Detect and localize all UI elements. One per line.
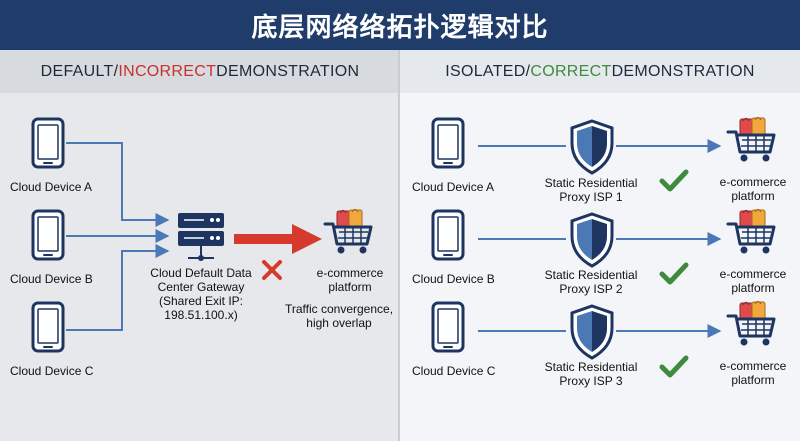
header-suffix: DEMONSTRATION <box>216 62 360 80</box>
proxy-label-line: Static Residential <box>544 360 638 374</box>
header-suffix: DEMONSTRATION <box>611 62 755 80</box>
traffic-note-line: Traffic convergence, <box>284 302 394 316</box>
platform-label-line: platform <box>731 281 775 295</box>
header-prefix: DEFAULT/ <box>40 62 119 80</box>
incorrect-panel: DEFAULT/INCORRECT DEMONSTRATION <box>0 50 400 441</box>
server-icon <box>178 213 224 261</box>
proxy-label: Static Residential Proxy ISP 3 <box>536 360 646 388</box>
convergence-arrow <box>234 224 322 254</box>
platform-label-line: e-commerce <box>719 359 787 373</box>
device-label: Cloud Device B <box>412 272 495 286</box>
proxy-to-platform-links <box>616 139 722 338</box>
panel-divider <box>398 50 400 441</box>
header-highlight-correct: CORRECT <box>530 62 612 80</box>
platform-label: e-commerce platform <box>708 359 798 387</box>
device-label: Cloud Device A <box>412 180 495 194</box>
gateway-label-line: (Shared Exit IP: <box>158 294 244 308</box>
gateway-label-line: 198.51.100.x) <box>164 308 238 322</box>
proxy-label-line: Proxy ISP 2 <box>559 282 623 296</box>
platform-label: e-commerce platform <box>708 175 798 203</box>
device-label: Cloud Device C <box>10 364 94 378</box>
checkmark-icon <box>662 172 686 189</box>
smartphone-icon <box>31 117 65 169</box>
page-title: 底层网络络拓扑逻辑对比 <box>0 0 800 50</box>
incorrect-panel-header: DEFAULT/INCORRECT DEMONSTRATION <box>0 50 400 93</box>
platform-label-line: platform <box>328 280 372 294</box>
proxy-label-line: Proxy ISP 1 <box>559 190 623 204</box>
shopping-cart-icon <box>726 208 776 255</box>
close-icon <box>262 260 282 280</box>
header-prefix: ISOLATED/ <box>445 62 531 80</box>
proxy-label: Static Residential Proxy ISP 2 <box>536 268 646 296</box>
shopping-cart-icon <box>323 208 373 255</box>
proxy-label-line: Proxy ISP 3 <box>559 374 623 388</box>
shopping-cart-icon <box>726 116 776 163</box>
device-to-proxy-links <box>478 145 566 332</box>
proxy-label-line: Static Residential <box>544 268 638 282</box>
shopping-cart-icon <box>726 300 776 347</box>
smartphone-icon <box>431 117 465 169</box>
gateway-label: Cloud Default Data Center Gateway (Share… <box>146 266 256 322</box>
platform-label-line: platform <box>731 373 775 387</box>
checkmark-icon <box>662 265 686 282</box>
smartphone-icon <box>31 301 65 353</box>
device-label: Cloud Device C <box>412 364 496 378</box>
device-label: Cloud Device A <box>10 180 93 194</box>
smartphone-icon <box>431 209 465 261</box>
smartphone-icon <box>31 209 65 261</box>
traffic-note-line: high overlap <box>306 316 372 330</box>
platform-label: e-commerce platform <box>305 266 395 294</box>
device-to-gateway-links <box>66 142 170 331</box>
shield-icon <box>570 212 614 268</box>
smartphone-icon <box>431 301 465 353</box>
gateway-label-line: Center Gateway <box>157 280 245 294</box>
platform-label-line: e-commerce <box>316 266 384 280</box>
platform-label: e-commerce platform <box>708 267 798 295</box>
gateway-label-line: Cloud Default Data <box>150 266 252 280</box>
platform-label-line: platform <box>731 189 775 203</box>
traffic-note: Traffic convergence, high overlap <box>282 302 396 330</box>
correct-panel-header: ISOLATED/CORRECT DEMONSTRATION <box>400 50 800 93</box>
correct-panel: ISOLATED/CORRECT DEMONSTRATION <box>400 50 800 441</box>
device-label: Cloud Device B <box>10 272 93 286</box>
proxy-label: Static Residential Proxy ISP 1 <box>536 176 646 204</box>
header-highlight-incorrect: INCORRECT <box>118 62 217 80</box>
checkmark-icon <box>662 358 686 375</box>
platform-label-line: e-commerce <box>719 175 787 189</box>
platform-label-line: e-commerce <box>719 267 787 281</box>
proxy-label-line: Static Residential <box>544 176 638 190</box>
shield-icon <box>570 119 614 175</box>
shield-icon <box>570 304 614 360</box>
